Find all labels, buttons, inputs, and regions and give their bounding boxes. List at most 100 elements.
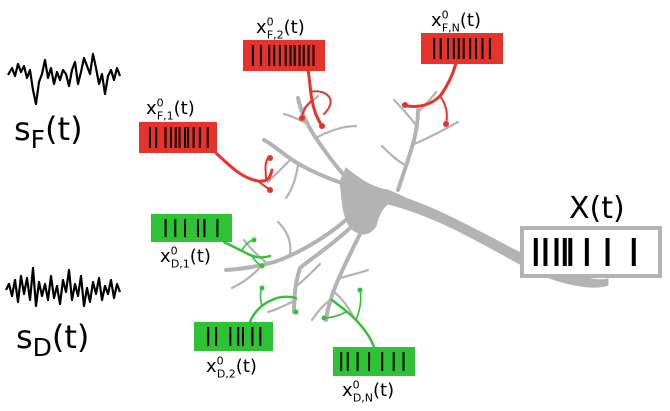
label-part: (t) bbox=[52, 318, 90, 356]
label-part: 0 bbox=[353, 378, 360, 391]
dendrite-branch bbox=[392, 98, 418, 127]
synapse-F2 bbox=[299, 115, 305, 121]
spike-train-box-DN bbox=[333, 347, 415, 376]
dendrite-branch bbox=[380, 144, 407, 167]
spike-train-D2 bbox=[207, 327, 262, 346]
axon-FN bbox=[406, 61, 458, 108]
label-part: 0 bbox=[157, 96, 164, 109]
label-part: D,N bbox=[353, 391, 373, 404]
label-part: (t) bbox=[190, 246, 211, 267]
dendrite-branch bbox=[410, 120, 460, 147]
label-part: (t) bbox=[174, 98, 195, 119]
spike-train-D1 bbox=[164, 219, 219, 237]
label-part: x bbox=[256, 17, 267, 38]
synapse-FN bbox=[443, 121, 449, 127]
dendrite-branch bbox=[296, 262, 322, 287]
axon-F2-branch bbox=[309, 90, 332, 115]
spike-train-box-F2 bbox=[243, 40, 325, 71]
label-part: F bbox=[31, 125, 45, 154]
label-part: D bbox=[33, 333, 52, 362]
signal-sD-label: sD(t) bbox=[16, 318, 89, 362]
output-spike-box bbox=[520, 226, 662, 278]
dendrite-upper-left bbox=[296, 96, 350, 182]
signal-sD: sD(t) bbox=[5, 266, 122, 362]
spike-train-DN bbox=[340, 352, 405, 371]
dendrite-branch bbox=[416, 90, 438, 114]
label-part: s bbox=[14, 110, 31, 148]
synapse-F1 bbox=[267, 155, 273, 161]
label-part: F,N bbox=[442, 21, 460, 34]
neuron bbox=[224, 90, 609, 322]
label-part: x bbox=[146, 98, 157, 119]
output-spike-train bbox=[533, 238, 636, 266]
label-part: (t) bbox=[284, 17, 305, 38]
dendrite-upper-right bbox=[396, 108, 420, 192]
dendrite-branch bbox=[338, 268, 370, 280]
synapse-D1 bbox=[251, 237, 257, 243]
dendrite-branch bbox=[276, 220, 292, 257]
dendrite-left bbox=[224, 218, 348, 272]
label-part: (t) bbox=[236, 356, 257, 377]
dendrite-lower-right bbox=[324, 232, 362, 322]
synapse-FN bbox=[402, 102, 408, 108]
spike-train-F2 bbox=[251, 45, 315, 66]
spike-train-box-F1 bbox=[139, 122, 217, 153]
axon-F1 bbox=[214, 151, 274, 183]
signal-sF: sF(t) bbox=[7, 52, 122, 154]
label-part: (t) bbox=[460, 10, 481, 31]
axon-D2 bbox=[248, 295, 298, 324]
label-part: 0 bbox=[267, 15, 274, 28]
neuron-soma bbox=[339, 167, 406, 235]
axon-F1-branch bbox=[264, 157, 269, 181]
label-part: D,1 bbox=[171, 257, 190, 270]
label-part: D,2 bbox=[217, 367, 236, 380]
dendrite-branch bbox=[266, 158, 292, 184]
dendrite-branch bbox=[266, 298, 298, 314]
synapse-D1 bbox=[259, 263, 265, 269]
neuron-axon bbox=[379, 191, 609, 288]
signal-sF-trace bbox=[7, 52, 122, 106]
spike-train-box-D1 bbox=[151, 214, 232, 242]
synapse-D2 bbox=[259, 285, 265, 291]
synapse-DN bbox=[321, 315, 327, 321]
label-part: F,2 bbox=[267, 28, 284, 41]
synapse-F2 bbox=[319, 123, 325, 129]
label-part: 0 bbox=[217, 354, 224, 367]
axon-FN-branch bbox=[439, 95, 448, 125]
spike-train-FN bbox=[433, 38, 491, 59]
label-part: x bbox=[160, 246, 171, 267]
label-part: F,1 bbox=[157, 109, 174, 122]
label-part: 0 bbox=[442, 8, 449, 21]
axon-D1 bbox=[222, 240, 272, 259]
dendrite-branch bbox=[282, 112, 310, 126]
dendrite-branch bbox=[314, 124, 358, 140]
axon-DN-branch bbox=[355, 289, 362, 321]
label-part: s bbox=[16, 318, 33, 356]
signal-sF-label: sF(t) bbox=[14, 110, 83, 154]
spike-train-F1 bbox=[148, 127, 209, 148]
synapse-DN bbox=[357, 287, 363, 293]
axon-D2-branch bbox=[259, 287, 263, 307]
dendrite-branch bbox=[230, 263, 264, 290]
synapse-F1 bbox=[267, 187, 273, 193]
label-part: x bbox=[206, 356, 217, 377]
output-label: X(t) bbox=[569, 191, 625, 226]
label-part: x bbox=[342, 380, 353, 401]
label-part: (t) bbox=[45, 110, 83, 148]
dendrite-branch bbox=[284, 163, 300, 200]
label-part: 0 bbox=[171, 244, 178, 257]
signal-sD-trace bbox=[5, 266, 122, 308]
